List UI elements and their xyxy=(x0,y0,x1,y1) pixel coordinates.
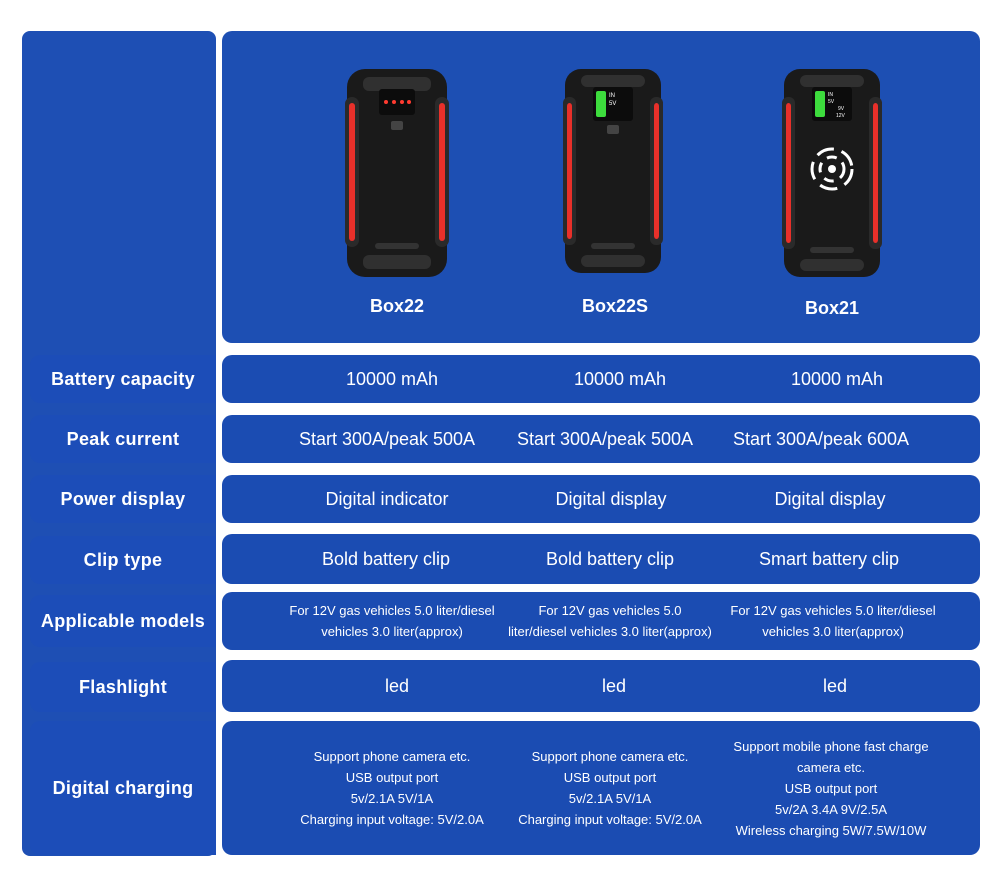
flashlight-box22s: led xyxy=(601,675,627,696)
applicable-models-box22-line2: vehicles 3.0 liter(approx) xyxy=(321,624,463,639)
row-battery-capacity: 10000 mAh 10000 mAh 10000 mAh xyxy=(222,355,980,403)
power-display-box22s: Digital display xyxy=(555,488,667,509)
digital-charging-box22-line4: Charging input voltage: 5V/2.0A xyxy=(300,812,484,827)
applicable-models-box22s: For 12V gas vehicles 5.0 liter/diesel ve… xyxy=(494,592,726,650)
row-peak-current: Start 300A/peak 500A Start 300A/peak 500… xyxy=(222,415,980,463)
flashlight-box22: led xyxy=(384,675,410,696)
row-label-applicable-models: Applicable models xyxy=(30,595,216,647)
digital-charging-box22: Support phone camera etc. USB output por… xyxy=(277,721,507,855)
peak-current-box22: Start 300A/peak 500A xyxy=(298,428,476,449)
row-label-power-display: Power display xyxy=(30,475,216,523)
row-flashlight: led led led xyxy=(222,660,980,712)
box21-screen-5v: 5V xyxy=(828,99,835,105)
digital-charging-box22s-line3: 5v/2.1A 5V/1A xyxy=(568,791,652,806)
box21-screen-in: IN xyxy=(828,92,833,98)
clip-type-box22s: Bold battery clip xyxy=(545,548,675,569)
box22s-device-image: IN 5V xyxy=(563,69,663,273)
applicable-models-box21-line2: vehicles 3.0 liter(approx) xyxy=(762,624,904,639)
applicable-models-box22: For 12V gas vehicles 5.0 liter/diesel ve… xyxy=(267,592,517,650)
digital-charging-box21-line3: USB output port xyxy=(784,780,878,796)
row-digital-charging: Support phone camera etc. USB output por… xyxy=(222,721,980,855)
row-label-peak-current: Peak current xyxy=(30,415,216,463)
clip-type-box21: Smart battery clip xyxy=(758,548,900,569)
clip-type-box22: Bold battery clip xyxy=(321,548,451,569)
digital-charging-box22s-line1: Support phone camera etc. xyxy=(531,749,689,764)
peak-current-box22s: Start 300A/peak 500A xyxy=(516,428,694,449)
battery-capacity-box22: 10000 mAh xyxy=(345,368,439,389)
applicable-models-box22s-line1: For 12V gas vehicles 5.0 xyxy=(538,603,682,618)
digital-charging-box22-line3: 5v/2.1A 5V/1A xyxy=(350,791,434,806)
applicable-models-box22s-line2: liter/diesel vehicles 3.0 liter(approx) xyxy=(508,624,712,639)
digital-charging-box22s: Support phone camera etc. USB output por… xyxy=(495,721,725,855)
box21-screen-9v: 9V xyxy=(838,106,845,112)
peak-current-box21: Start 300A/peak 600A xyxy=(732,428,910,449)
digital-charging-box21-line4: 5v/2A 3.4A 9V/2.5A xyxy=(774,801,888,817)
box21-screen-12v: 12V xyxy=(836,113,846,119)
box22-device-image xyxy=(345,69,449,277)
product-box22: Box22 xyxy=(287,31,507,343)
product-box21: IN 5V 9V 12V Box21 xyxy=(722,31,942,343)
row-label-battery-capacity: Battery capacity xyxy=(30,355,216,403)
applicable-models-box21: For 12V gas vehicles 5.0 liter/diesel ve… xyxy=(713,592,953,650)
power-display-box22: Digital indicator xyxy=(325,488,449,509)
wireless-charging-icon xyxy=(810,147,854,191)
product-name-box22: Box22 xyxy=(369,296,425,316)
digital-charging-box21-line1: Support mobile phone fast charge xyxy=(733,738,929,754)
product-header-panel: Box22 IN 5V Box22S xyxy=(222,31,980,343)
box22s-screen-in: IN xyxy=(609,93,615,99)
product-name-box21: Box21 xyxy=(804,298,860,318)
row-applicable-models: For 12V gas vehicles 5.0 liter/diesel ve… xyxy=(222,592,980,650)
digital-charging-box21-line5: Wireless charging 5W/7.5W/10W xyxy=(735,822,927,838)
digital-charging-box22-line1: Support phone camera etc. xyxy=(313,749,471,764)
applicable-models-box22-line1: For 12V gas vehicles 5.0 liter/diesel xyxy=(289,603,495,618)
row-label-clip-type: Clip type xyxy=(30,536,216,584)
digital-charging-box21: Support mobile phone fast charge camera … xyxy=(716,721,946,855)
box21-device-image: IN 5V 9V 12V xyxy=(782,69,882,277)
digital-charging-box22s-line4: Charging input voltage: 5V/2.0A xyxy=(518,812,702,827)
digital-charging-box22-line2: USB output port xyxy=(345,770,439,785)
battery-capacity-box21: 10000 mAh xyxy=(790,368,884,389)
row-label-digital-charging: Digital charging xyxy=(30,721,216,855)
digital-charging-box21-line2: camera etc. xyxy=(797,759,865,775)
product-box22s: IN 5V Box22S xyxy=(505,31,725,343)
row-power-display: Digital indicator Digital display Digita… xyxy=(222,475,980,523)
box22s-screen-5v: 5V xyxy=(609,101,616,107)
digital-charging-box22s-line2: USB output port xyxy=(563,770,657,785)
applicable-models-box21-line1: For 12V gas vehicles 5.0 liter/diesel xyxy=(730,603,936,618)
product-name-box22s: Box22S xyxy=(581,296,649,316)
power-display-box21: Digital display xyxy=(774,488,886,509)
battery-capacity-box22s: 10000 mAh xyxy=(573,368,667,389)
flashlight-box21: led xyxy=(822,675,848,696)
row-label-flashlight: Flashlight xyxy=(30,662,216,712)
row-clip-type: Bold battery clip Bold battery clip Smar… xyxy=(222,534,980,584)
